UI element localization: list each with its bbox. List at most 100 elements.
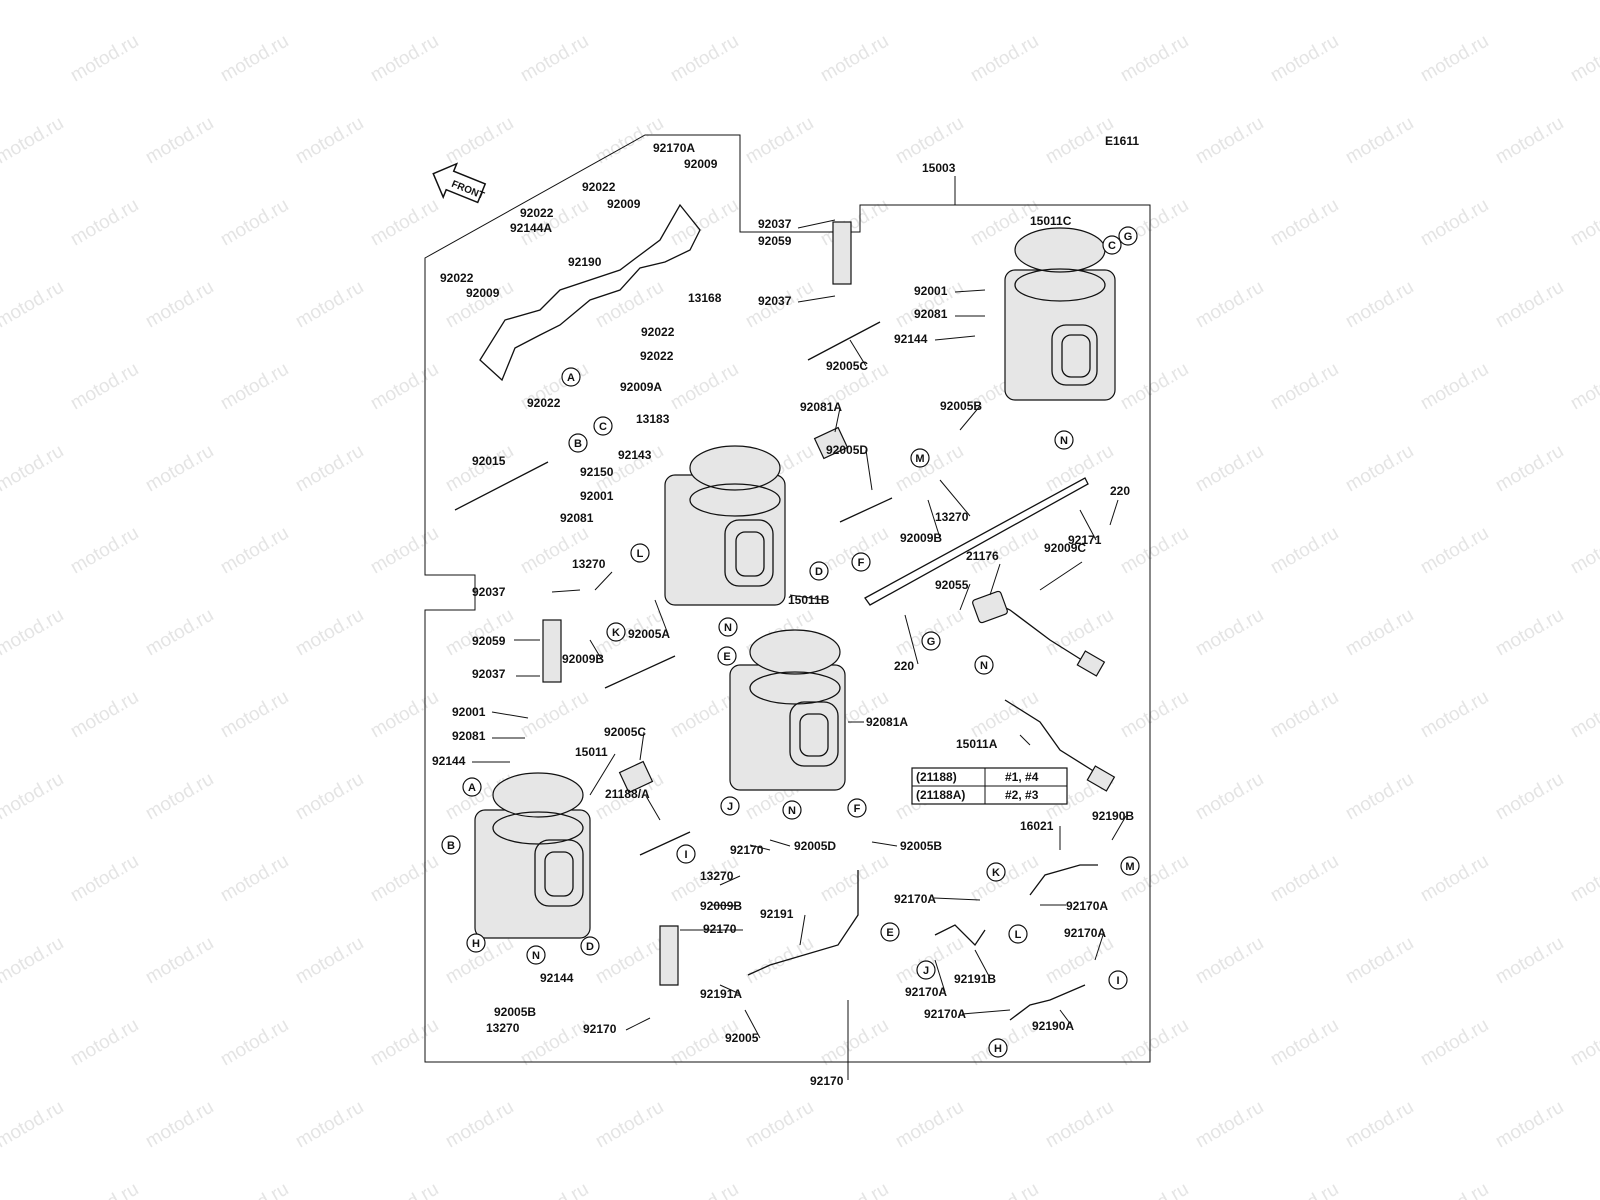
callout-letter-l: L — [637, 548, 644, 560]
watermark-text: motod.ru — [367, 851, 442, 907]
watermark-text: motod.ru — [1117, 1179, 1192, 1200]
watermark-text: motod.ru — [1567, 687, 1600, 743]
watermark-text: motod.ru — [1267, 687, 1342, 743]
watermark-text: motod.ru — [367, 359, 442, 415]
part-number-label: 92081 — [452, 729, 486, 743]
watermark-text: motod.ru — [1567, 359, 1600, 415]
part-number-label: 92037 — [472, 667, 506, 681]
leader-line — [789, 594, 825, 601]
watermark-text: motod.ru — [0, 769, 67, 825]
callout-circle-i — [676, 844, 696, 864]
watermark-text: motod.ru — [67, 195, 142, 251]
watermark-text: motod.ru — [1117, 31, 1192, 87]
part-labels: 1500315011C92037920599203792001920819214… — [0, 0, 1134, 1088]
watermark-text: motod.ru — [442, 0, 517, 4]
watermark-text: motod.ru — [0, 1097, 67, 1153]
leader-line — [939, 479, 971, 517]
watermark-text: motod.ru — [1342, 1097, 1417, 1153]
part-number-label: 92190 — [568, 255, 602, 269]
callout-circle-d — [580, 936, 600, 956]
watermark-text: motod.ru — [1492, 441, 1567, 497]
callout-letter-c: C — [1108, 240, 1116, 252]
hose-92191A — [747, 870, 859, 976]
leader-line — [904, 614, 919, 665]
watermark-text: motod.ru — [1192, 933, 1267, 989]
part-number-label: 92009 — [466, 286, 500, 300]
part-number-label: 92022 — [520, 206, 554, 220]
leader-line — [625, 1017, 651, 1031]
callout-circle-n — [1054, 430, 1074, 450]
part-number-label: 13270 — [486, 1021, 520, 1035]
bolt-92150 — [454, 461, 549, 511]
part-number-label: 92015 — [472, 454, 506, 468]
watermark-text: motod.ru — [517, 687, 592, 743]
watermark-text: motod.ru — [1342, 0, 1417, 4]
watermark-text: motod.ru — [1267, 195, 1342, 251]
watermark-text: motod.ru — [1567, 523, 1600, 579]
callout-letter-f: F — [858, 557, 865, 569]
watermark-text: motod.ru — [67, 523, 142, 579]
part-number-label: 92005B — [900, 839, 942, 853]
watermark-text: motod.ru — [592, 277, 667, 333]
watermark-text: motod.ru — [442, 605, 517, 661]
callout-letter-e: E — [723, 651, 730, 663]
watermark-text: motod.ru — [442, 441, 517, 497]
watermark-text: motod.ru — [67, 687, 142, 743]
watermark-text: motod.ru — [667, 195, 742, 251]
watermark-text: motod.ru — [292, 277, 367, 333]
watermark-text: motod.ru — [0, 605, 67, 661]
part-number-label: 92005B — [940, 399, 982, 413]
throttle-rail — [864, 477, 1089, 606]
watermark-text: motod.ru — [1117, 687, 1192, 743]
callout-letter-j: J — [727, 801, 733, 813]
part-number-label: 92005C — [604, 725, 646, 739]
fuel-joint-lower — [639, 831, 691, 856]
callout-letter-a: A — [468, 782, 476, 794]
part-number-label: 92009B — [0, 0, 42, 3]
part-number-label: 92005B — [494, 1005, 536, 1019]
watermark-text: motod.ru — [217, 523, 292, 579]
watermark-text: motod.ru — [1492, 769, 1567, 825]
tube-92059-upper — [832, 221, 852, 285]
legend-row-1-cyl: #1, #4 — [1005, 770, 1039, 784]
callout-letter-d: D — [815, 566, 823, 578]
callout-letter-l: L — [1015, 929, 1022, 941]
watermark-text: motod.ru — [1567, 851, 1600, 907]
callout-circle-c — [593, 416, 613, 436]
watermark-text: motod.ru — [217, 687, 292, 743]
callout-circle-n — [718, 617, 738, 637]
part-number-label: 92170A — [905, 985, 947, 999]
watermark-text: motod.ru — [1342, 933, 1417, 989]
watermark-text: motod.ru — [517, 1179, 592, 1200]
leader-line — [871, 841, 898, 847]
part-number-label: 13183 — [636, 412, 670, 426]
watermark-text: motod.ru — [67, 1015, 142, 1071]
callout-letter-n: N — [532, 950, 540, 962]
callout-letter-c: C — [599, 421, 607, 433]
watermark-text: motod.ru — [667, 1179, 742, 1200]
callout-circle-e — [880, 922, 900, 942]
callout-letter-g: G — [1124, 231, 1133, 243]
leader-line — [1039, 561, 1083, 591]
leader-line — [1019, 734, 1031, 746]
connector-21176 — [1076, 650, 1106, 677]
callout-circle-d — [809, 561, 829, 581]
carburetor-15011C — [1004, 227, 1116, 401]
watermark-text: motod.ru — [1342, 605, 1417, 661]
watermark-text: motod.ru — [1117, 359, 1192, 415]
part-number-label: 92170 — [730, 843, 764, 857]
legend-row-2-cyl: #2, #3 — [1005, 788, 1039, 802]
watermark-text: motod.ru — [142, 113, 217, 169]
watermark-text: motod.ru — [142, 933, 217, 989]
leader-line — [974, 949, 991, 979]
watermark-text: motod.ru — [742, 933, 817, 989]
watermark-text: motod.ru — [1417, 687, 1492, 743]
callout-letter-d: D — [586, 941, 594, 953]
watermark-text: motod.ru — [1042, 933, 1117, 989]
watermark-text: motod.ru — [1342, 769, 1417, 825]
callout-circle-n — [974, 655, 994, 675]
legend-row-1-part: (21188) — [916, 770, 957, 784]
fuel-tee-lower — [604, 655, 676, 689]
watermark-text: motod.ru — [217, 1179, 292, 1200]
callout-circle-f — [847, 798, 867, 818]
